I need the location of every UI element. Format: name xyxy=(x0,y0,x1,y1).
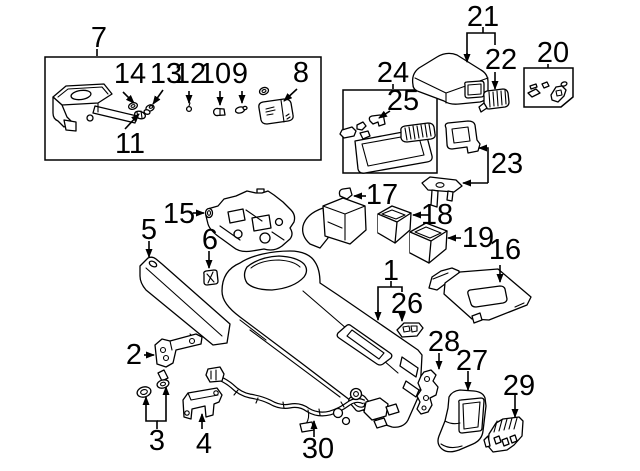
part-switch-panel-29 xyxy=(483,416,524,453)
callout-label-15: 15 xyxy=(163,198,195,230)
callout-label-27: 27 xyxy=(456,345,488,377)
detail-box-7 xyxy=(44,56,322,161)
callout-label-18: 18 xyxy=(421,199,453,231)
part-console-body xyxy=(221,250,423,428)
part-bin-18 xyxy=(377,205,412,244)
callout-label-26: 26 xyxy=(391,288,423,320)
part-rear-extension-27 xyxy=(437,389,487,453)
part-clip-26 xyxy=(396,322,424,338)
callout-label-4: 4 xyxy=(196,428,212,460)
callout-label-9: 9 xyxy=(232,58,248,90)
callout-label-24: 24 xyxy=(377,57,409,89)
callout-label-5: 5 xyxy=(141,214,157,246)
callout-label-3: 3 xyxy=(149,425,165,457)
callout-label-6: 6 xyxy=(202,224,218,256)
callout-label-7: 7 xyxy=(91,22,107,54)
part-armrest-lid xyxy=(411,52,489,105)
callout-label-11: 11 xyxy=(115,128,145,160)
callout-label-16: 16 xyxy=(489,234,521,266)
part-bracket-2 xyxy=(154,333,203,368)
part-fasteners-3 xyxy=(136,369,170,398)
callout-label-30: 30 xyxy=(302,433,334,465)
part-clip-6 xyxy=(203,269,219,286)
part-cupholder-17 xyxy=(302,187,367,249)
callout-label-10: 10 xyxy=(199,58,231,90)
callout-label-19: 19 xyxy=(462,222,494,254)
part-ashtray-assembly xyxy=(52,83,138,132)
part-bin-19 xyxy=(409,222,448,264)
part-hinge-23 xyxy=(444,120,481,154)
part-rear-plate-16 xyxy=(428,267,532,324)
leader-lines xyxy=(96,27,549,437)
callout-label-22: 22 xyxy=(485,44,517,76)
callout-label-2: 2 xyxy=(126,339,142,371)
part-clip-25 xyxy=(368,114,386,127)
part-wiring-harness-30 xyxy=(205,366,400,433)
callout-label-20: 20 xyxy=(537,37,569,69)
part-latch-kit-20 xyxy=(527,81,568,103)
part-latch-grille-22 xyxy=(478,88,510,113)
callout-label-23: 23 xyxy=(491,148,523,180)
part-bracket-28 xyxy=(416,369,439,415)
part-tray-kit-24 xyxy=(339,114,436,174)
callout-label-25: 25 xyxy=(387,85,419,117)
part-bracket-4 xyxy=(182,387,223,420)
part-screw-12 xyxy=(185,102,193,113)
callout-label-14: 14 xyxy=(114,58,146,90)
part-lamp-lens-8 xyxy=(258,98,294,125)
callout-label-21: 21 xyxy=(467,1,499,33)
part-socket-10 xyxy=(212,107,226,117)
part-socket-9 xyxy=(234,105,248,114)
callout-labels: 7 14 13 12 10 9 8 11 21 22 20 24 25 23 1… xyxy=(91,1,569,465)
callout-label-12: 12 xyxy=(174,58,206,90)
callout-label-29: 29 xyxy=(503,370,535,402)
callout-label-8: 8 xyxy=(293,57,309,89)
callout-label-17: 17 xyxy=(366,179,398,211)
part-shifter-assembly-15 xyxy=(204,188,296,253)
detail-box-20 xyxy=(523,67,574,108)
callout-label-1: 1 xyxy=(383,255,399,287)
part-lens-cap xyxy=(258,86,270,96)
callout-label-28: 28 xyxy=(428,326,460,358)
callout-label-13: 13 xyxy=(150,58,182,90)
